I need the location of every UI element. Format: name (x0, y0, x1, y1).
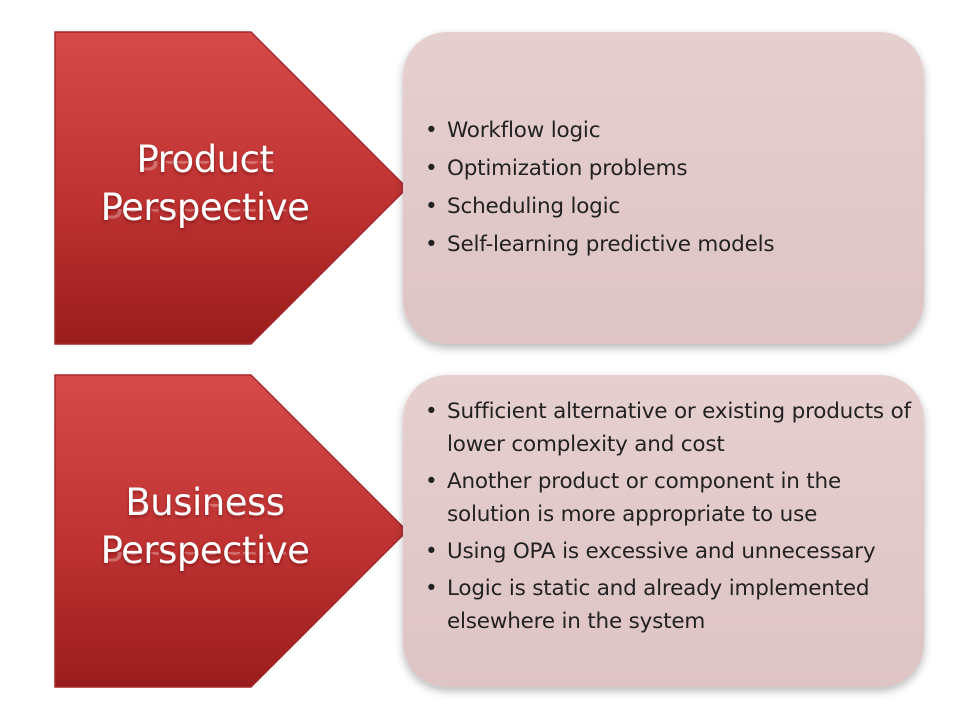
business-perspective-card: Sufficient alternative or existing produ… (403, 375, 924, 687)
bullet-list: Sufficient alternative or existing produ… (425, 395, 914, 642)
list-item: Another product or component in the solu… (425, 465, 914, 531)
title-line: Perspective Perspective (55, 527, 355, 575)
title-line: Product Product (55, 136, 355, 184)
list-item: Self-learning predictive models (425, 228, 914, 261)
product-perspective-arrow: Product Product Perspective Perspective (54, 31, 410, 345)
arrow-shape (54, 31, 409, 345)
product-perspective-title: Product Product Perspective Perspective (55, 136, 355, 232)
bullet-list: Workflow logic Optimization problems Sch… (425, 114, 914, 266)
product-perspective-card: Workflow logic Optimization problems Sch… (403, 32, 924, 344)
title-line-text: Perspective (100, 186, 310, 229)
title-line: Perspective Perspective (55, 184, 355, 232)
title-line-text: Business (125, 481, 285, 524)
list-item: Scheduling logic (425, 190, 914, 223)
list-item: Sufficient alternative or existing produ… (425, 395, 914, 461)
list-item: Optimization problems (425, 152, 914, 185)
title-line-text: Product (136, 138, 274, 181)
list-item: Using OPA is excessive and unnecessary (425, 535, 914, 568)
arrow-shape (54, 374, 409, 688)
business-perspective-arrow: Business Business Perspective Perspectiv… (54, 374, 410, 688)
title-line: Business Business (55, 479, 355, 527)
title-line-text: Perspective (100, 529, 310, 572)
business-perspective-title: Business Business Perspective Perspectiv… (55, 479, 355, 575)
list-item: Logic is static and already implemented … (425, 572, 914, 638)
list-item: Workflow logic (425, 114, 914, 147)
